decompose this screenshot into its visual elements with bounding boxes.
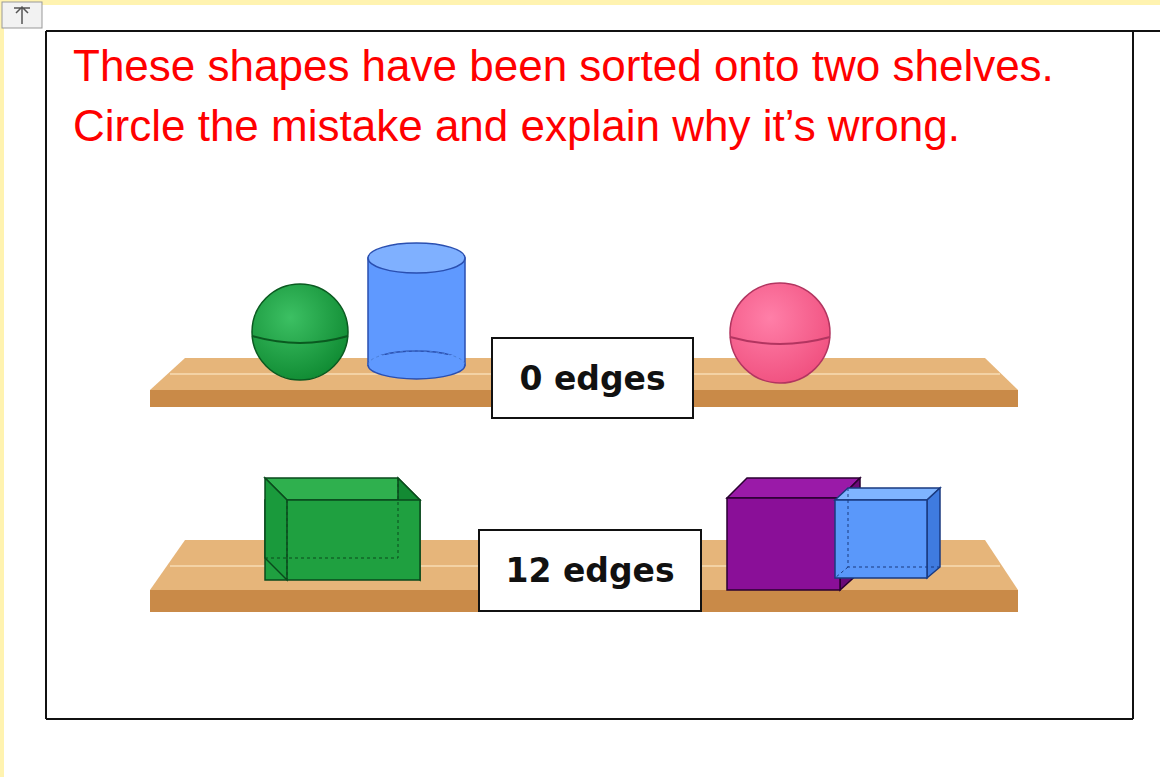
label-text: 0 edges bbox=[519, 359, 665, 398]
shelf-label: 0 edges bbox=[491, 337, 694, 419]
label-text: 12 edges bbox=[505, 551, 674, 590]
shelf-label: 12 edges bbox=[478, 529, 702, 612]
worksheet-question: These shapes have been sorted onto two s… bbox=[73, 36, 1118, 156]
